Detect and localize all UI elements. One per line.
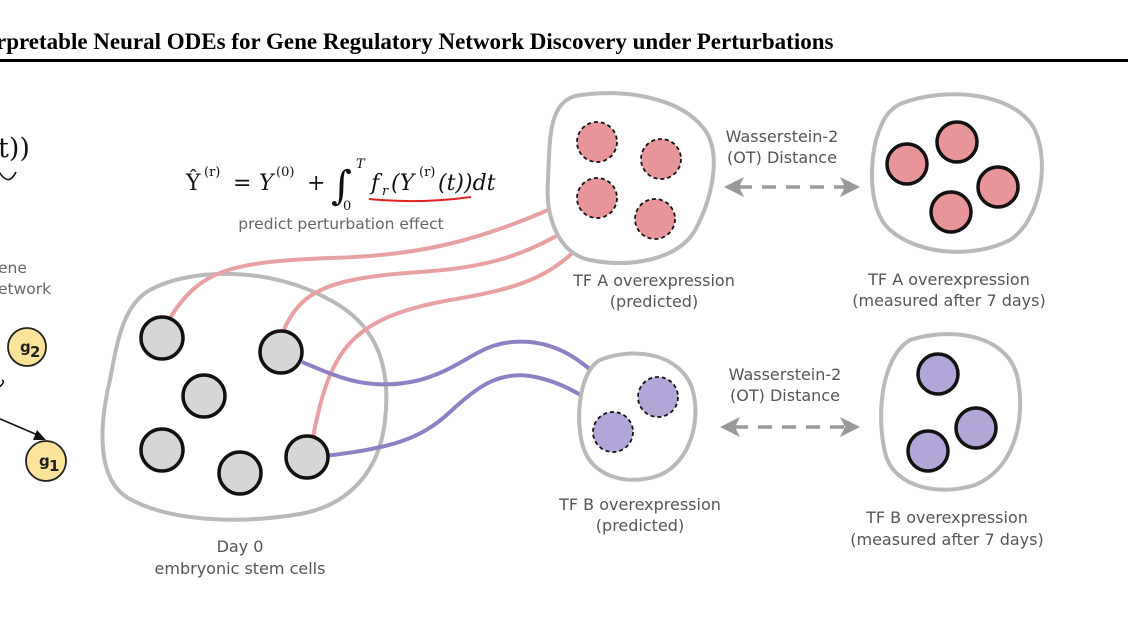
- title-rule: [0, 59, 1128, 62]
- eq-y0-sup: (0): [276, 165, 294, 180]
- tf-b-predicted-label: TF B overexpression: [558, 495, 721, 514]
- pink-arrow-3: [311, 240, 585, 438]
- eq-fr: f: [369, 171, 383, 196]
- tf-a-measured-blob: [870, 92, 1044, 254]
- measured-cell-a: [929, 190, 973, 234]
- distance-b-double-arrow: [720, 417, 860, 437]
- tf-a-measured-label: TF A overexpression: [867, 270, 1030, 289]
- tf-b-predicted-cells: [592, 376, 679, 453]
- tf-b-predicted-blob: [577, 351, 698, 482]
- pink-arrow-2: [281, 229, 567, 333]
- tf-b-predicted-sublabel: (predicted): [596, 516, 684, 535]
- gene-node-g2-sub: 2: [30, 343, 40, 361]
- tf-a-predicted-sublabel: (predicted): [610, 292, 698, 311]
- gene-node-g2: g 2: [7, 327, 47, 367]
- measured-cell-b: [906, 429, 950, 473]
- eq-lower-limit: 0: [343, 199, 351, 214]
- eq-underline: [368, 196, 472, 203]
- distance-b-sublabel: (OT) Distance: [730, 386, 840, 405]
- source-cell: [217, 450, 263, 496]
- cropped-brace: [0, 171, 17, 181]
- tf-b-measured-label: TF B overexpression: [865, 508, 1028, 527]
- tf-b-measured-sublabel: (measured after 7 days): [850, 530, 1043, 549]
- tf-a-predicted-cells: [576, 121, 682, 240]
- eq-lhs: Ŷ: [185, 169, 201, 196]
- predicted-cell-a: [640, 138, 682, 180]
- gene-node-g2-name: g: [20, 338, 31, 356]
- cropped-network-label: etwork: [0, 280, 51, 298]
- flow-arrows: [168, 205, 602, 458]
- eq-arg-close: (t))dt: [438, 171, 496, 196]
- predicted-cell-a: [634, 198, 676, 240]
- distance-b-label: Wasserstein-2: [729, 365, 842, 384]
- source-cell: [139, 315, 185, 361]
- tf-a-measured-cells: [885, 120, 1020, 234]
- gene-node-g1-sub: 1: [49, 457, 59, 475]
- source-cell: [258, 329, 304, 375]
- distance-a-sublabel: (OT) Distance: [727, 148, 837, 167]
- cropped-formula-fragment: t)): [0, 133, 30, 164]
- ode-equation: Ŷ (r) = Y (0) + ∫ T 0 f r (Y (r) (t))dt …: [185, 157, 496, 233]
- eq-plus: +: [307, 171, 325, 196]
- gene-node-g1-name: g: [39, 452, 50, 470]
- eq-caption: predict perturbation effect: [238, 215, 443, 233]
- measured-cell-a: [885, 142, 929, 186]
- eq-equals: =: [233, 171, 251, 196]
- tf-a-predicted-label: TF A overexpression: [572, 271, 735, 290]
- source-label-day: Day 0: [217, 537, 264, 556]
- gene-edge-to-g1: [0, 417, 41, 437]
- predicted-cell-a: [576, 121, 618, 163]
- eq-lhs-sup: (r): [204, 165, 220, 180]
- source-cell: [139, 427, 185, 473]
- predicted-cell-b: [637, 376, 679, 418]
- cropped-gene-label: ene: [0, 259, 27, 277]
- eq-fr-sub: r: [382, 184, 389, 199]
- tf-a-measured-sublabel: (measured after 7 days): [852, 291, 1045, 310]
- purple-arrow-2: [324, 373, 592, 458]
- purple-arrow-1: [301, 339, 602, 387]
- predicted-cell-b: [592, 411, 634, 453]
- measured-cell-a: [976, 165, 1020, 209]
- eq-arg-open: (Y: [391, 171, 417, 196]
- left-partial-panel: t)) ene etwork g 2 g 1: [0, 133, 67, 482]
- measured-cell-b: [916, 352, 960, 396]
- source-cells: [139, 315, 330, 496]
- paper-title: rpretable Neural ODEs for Gene Regulator…: [0, 29, 834, 54]
- eq-arg-sup: (r): [419, 165, 435, 180]
- source-label-cells: embryonic stem cells: [155, 559, 326, 578]
- pink-arrow-1: [168, 205, 557, 320]
- eq-integral: ∫: [331, 163, 352, 209]
- eq-upper-limit: T: [356, 157, 366, 172]
- source-cell: [284, 434, 330, 480]
- source-cell: [181, 373, 227, 419]
- cropped-edge-stub: [0, 379, 5, 388]
- measured-cell-b: [954, 406, 998, 450]
- tf-b-measured-cells: [906, 352, 998, 473]
- tf-a-predicted-blob: [545, 91, 716, 265]
- predicted-cell-a: [576, 177, 618, 219]
- gene-node-g1: g 1: [25, 440, 67, 482]
- eq-y0: Y: [259, 171, 276, 196]
- measured-cell-a: [935, 120, 979, 164]
- gene-edge-arrowhead: [33, 430, 46, 440]
- distance-a-double-arrow: [724, 177, 860, 197]
- distance-a-label: Wasserstein-2: [726, 127, 839, 146]
